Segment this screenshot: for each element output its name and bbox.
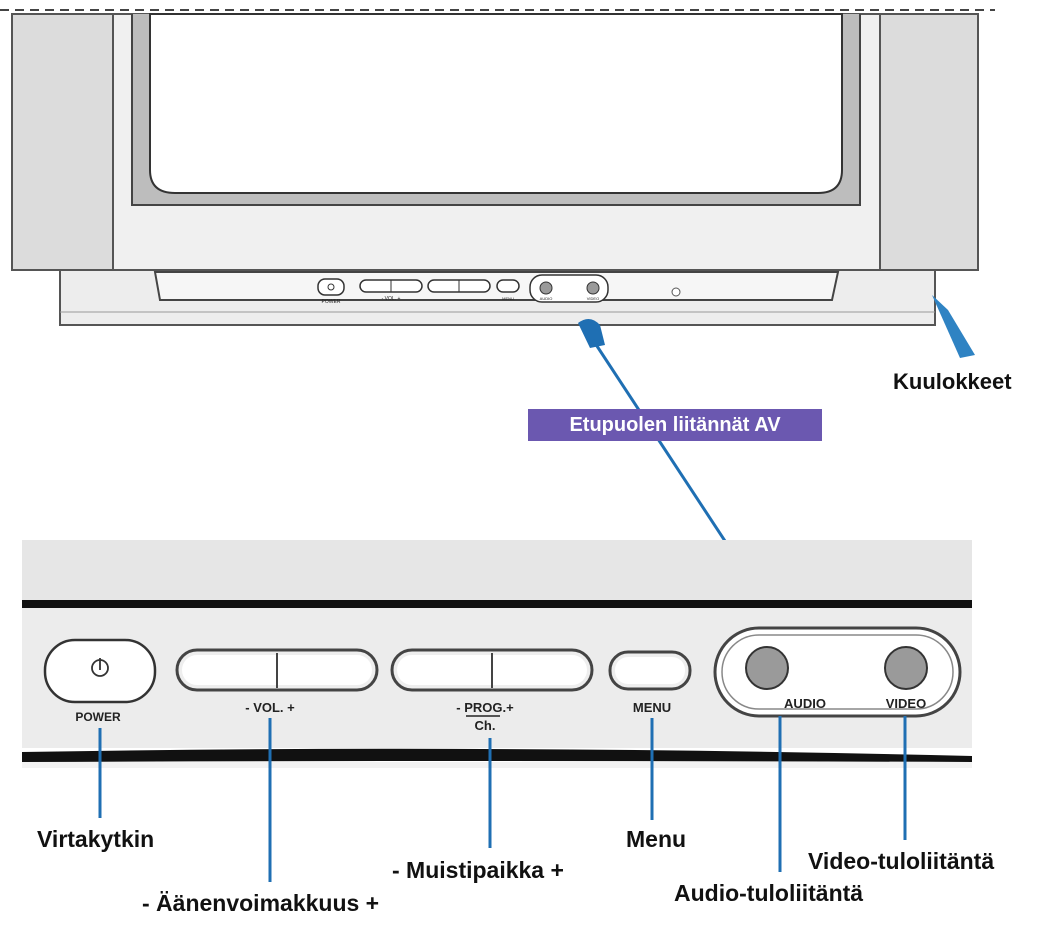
prog-label: - PROG.+ — [456, 700, 514, 715]
video-label: VIDEO — [886, 696, 926, 711]
callout-headphones: Kuulokkeet — [893, 369, 1012, 394]
screen-glass — [149, 13, 843, 194]
audio-socket — [745, 646, 789, 690]
audio-label: AUDIO — [784, 696, 826, 711]
callout-audio-in: Audio-tuloliitäntä — [674, 880, 864, 906]
detail-panel-band — [22, 600, 972, 608]
tv-audio-small-label: AUDIO — [540, 296, 553, 301]
tv-ir-sensor — [671, 287, 681, 297]
power-label: POWER — [75, 710, 121, 724]
tv-av-socket-panel — [529, 274, 609, 303]
callout-power-switch: Virtakytkin — [37, 826, 155, 852]
tv-menu-small-label: MENU — [502, 296, 514, 301]
callout-menu: Menu — [626, 826, 687, 852]
vol-label: - VOL. + — [245, 700, 295, 715]
right-speaker — [879, 13, 979, 271]
tv-menu-button — [496, 279, 520, 293]
headphone-pointer — [932, 295, 975, 358]
callout-front-av: Etupuolen liitännät AV — [528, 409, 822, 441]
tv-power-button — [317, 278, 345, 296]
detail-panel-top — [22, 540, 972, 606]
tv-audio-socket — [539, 281, 553, 295]
ch-label: Ch. — [475, 718, 496, 733]
tv-power-small-label: POWER — [322, 299, 341, 305]
callout-program: - Muistipaikka + — [392, 857, 564, 883]
av-plug — [578, 318, 605, 348]
power-button — [43, 638, 157, 704]
tv-video-socket — [586, 281, 600, 295]
left-speaker — [11, 13, 116, 271]
menu-label: MENU — [633, 700, 671, 715]
tv-vol-small-label: - VOL. + — [382, 296, 401, 302]
detail-panel-bottom-band — [22, 748, 972, 762]
tv-video-small-label: VIDEO — [587, 296, 599, 301]
callout-video-in: Video-tuloliitäntä — [808, 848, 995, 874]
video-socket — [884, 646, 928, 690]
callout-volume: - Äänenvoimakkuus + — [142, 890, 380, 916]
detail-panel-floor — [22, 762, 972, 768]
